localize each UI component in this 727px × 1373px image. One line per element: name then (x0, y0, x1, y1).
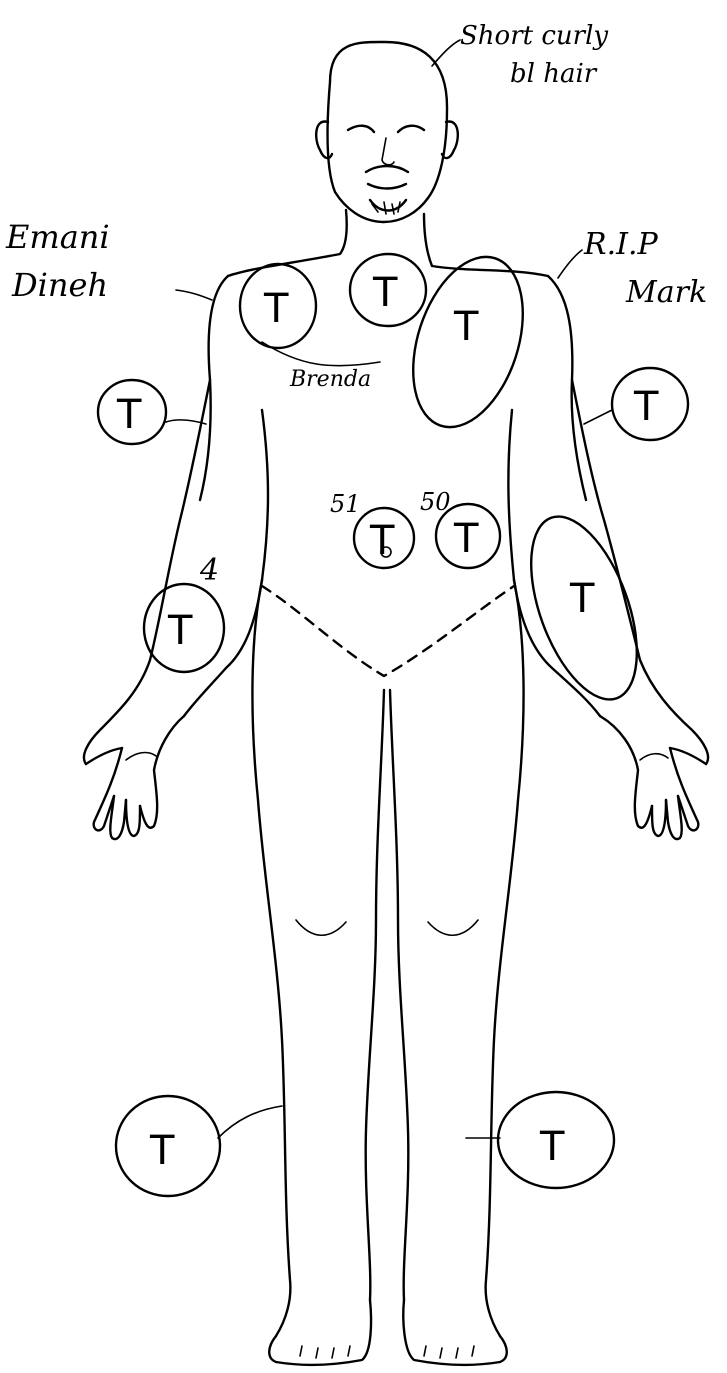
annotation-arm-number: 4 (199, 553, 219, 588)
tattoo-label: T (149, 1128, 175, 1174)
tattoo-label: T (539, 1124, 565, 1170)
annotation-name-line1: Emani (5, 218, 110, 256)
tattoo-label: T (633, 384, 659, 430)
annotations: Short curly bl hair Emani Dineh R.I.P Ma… (5, 21, 707, 588)
tattoo-label: T (263, 286, 289, 332)
tattoo-label: T (453, 304, 479, 350)
tattoo-label: T (167, 608, 193, 654)
head (316, 42, 458, 222)
tattoo-markers: T T T T T T T T T T T (98, 243, 688, 1196)
annotation-hair-line2: bl hair (510, 59, 598, 89)
tattoo-label: T (369, 518, 395, 564)
annotation-number-right: 50 (420, 488, 451, 516)
tattoo-label: T (569, 576, 595, 622)
annotation-rip-line1: R.I.P (583, 227, 659, 262)
annotation-name-line2: Dineh (11, 266, 108, 304)
legs (252, 580, 523, 1365)
annotation-number-left: 51 (330, 490, 361, 518)
annotation-hair-line1: Short curly (460, 21, 608, 51)
right-arm (514, 380, 708, 839)
annotation-chest-name: Brenda (289, 367, 371, 392)
tattoo-label: T (453, 516, 479, 562)
tattoo-label: T (116, 392, 142, 438)
tattoo-label: T (372, 270, 398, 316)
annotation-rip-line2: Mark (625, 275, 707, 310)
